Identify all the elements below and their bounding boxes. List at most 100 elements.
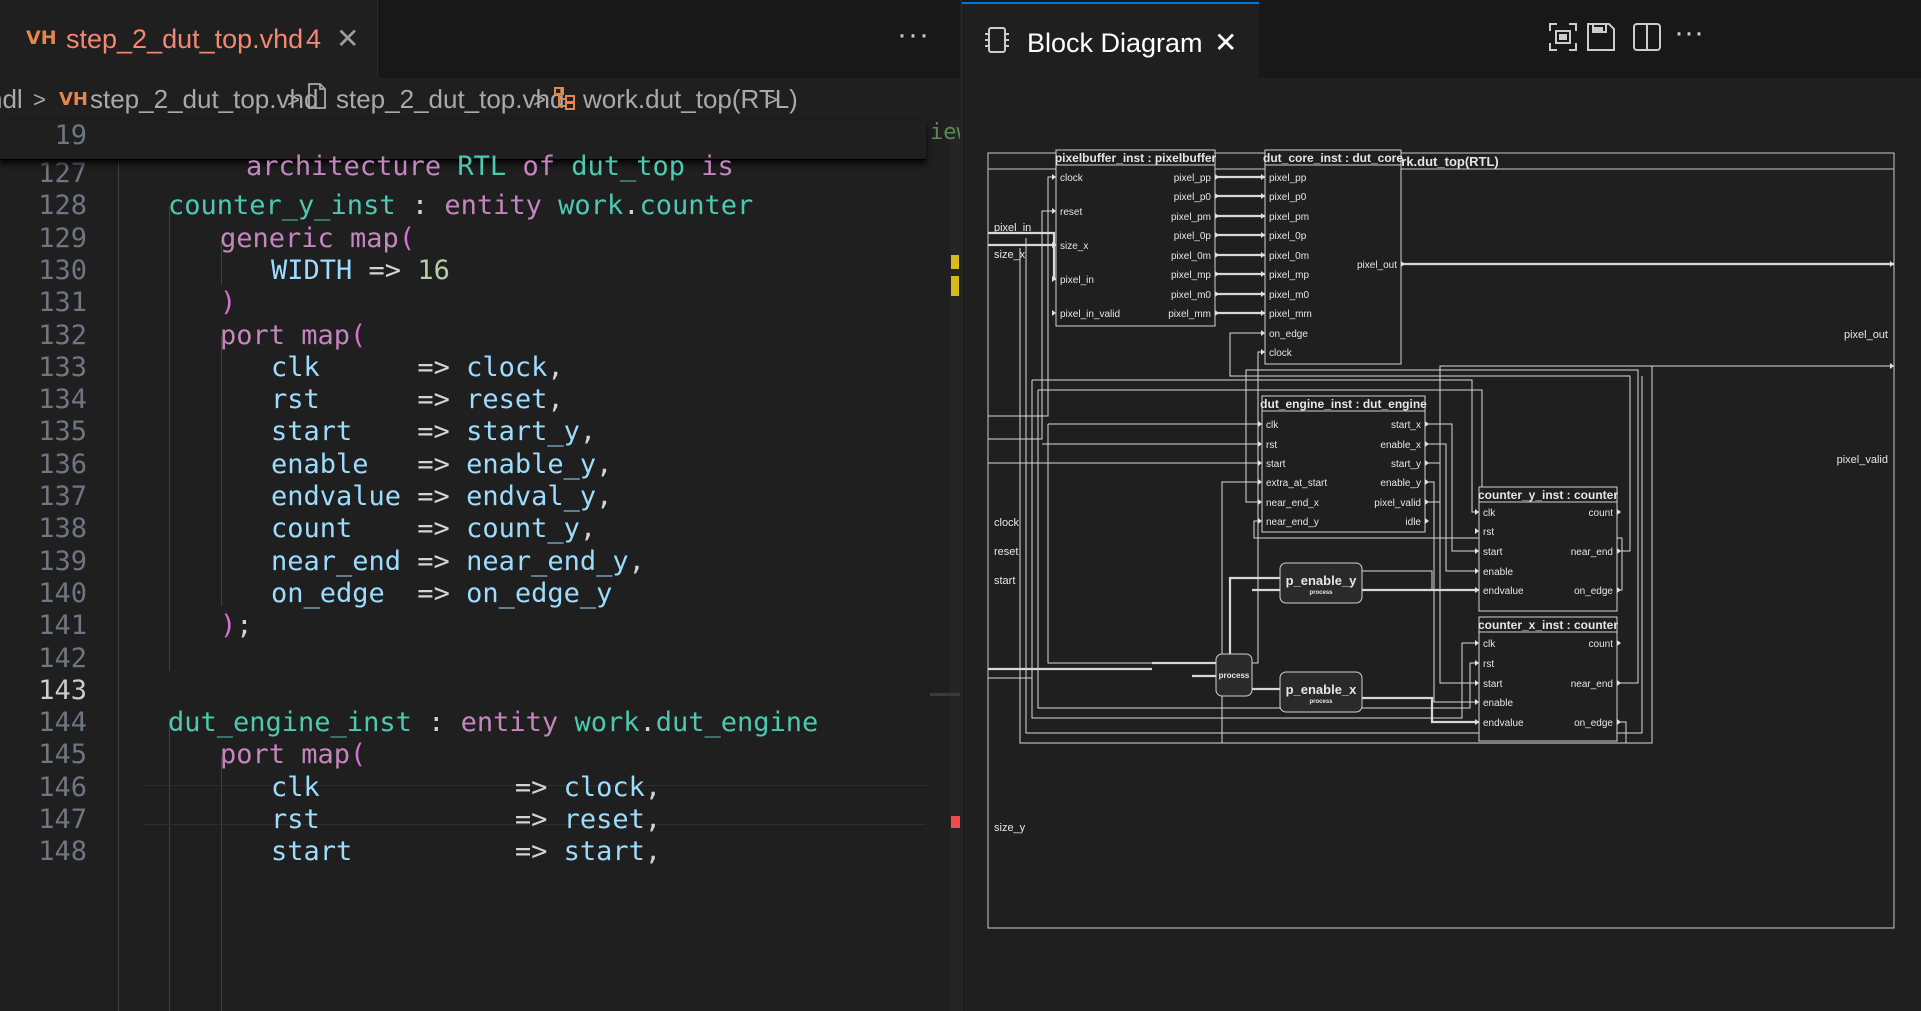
more-actions-icon[interactable]: ··· [1674, 16, 1704, 49]
line-number: 142 [38, 642, 87, 674]
port-label: pixel_in_valid [1060, 309, 1120, 320]
code-line[interactable]: 143 [0, 675, 926, 714]
code-token: is [701, 151, 734, 182]
port-arrow [1617, 587, 1621, 593]
line-number: 143 [38, 674, 87, 706]
tab-step-2-dut-top[interactable]: VH step_2_dut_top.vhd 4 ✕ [0, 0, 378, 78]
chevron-right-icon: > [533, 87, 546, 112]
block-title: pixelbuffer_inst : pixelbuffer [1055, 151, 1217, 165]
port-arrow [1215, 193, 1219, 199]
port-arrow [1052, 276, 1056, 282]
current-line-highlight [143, 785, 926, 825]
code-token: => [401, 545, 467, 577]
port-label: pixel_0m [1269, 251, 1309, 262]
wire [1425, 423, 1479, 552]
code-token: work [574, 707, 640, 739]
port-label: pixel_pp [1174, 173, 1212, 184]
code-token: count [271, 513, 353, 545]
wire [1425, 462, 1479, 684]
breadcrumb-item-document[interactable]: step_2_dut_top.vhd [336, 84, 565, 114]
code-token: , [547, 351, 564, 383]
code-token: port map [220, 739, 351, 771]
port-label: count [1589, 639, 1614, 650]
code-token: work [558, 190, 624, 222]
minimap[interactable] [930, 120, 960, 1011]
block-diagram-canvas[interactable]: work.dut_top(RTL) pixelbuffer_inst : pix… [962, 78, 1921, 1011]
port-arrow [1258, 518, 1262, 524]
port-label: pixel_0m [1171, 251, 1211, 262]
fit-view-icon[interactable] [1548, 22, 1578, 57]
block-diagram-icon [984, 26, 1010, 59]
scrollbar-track[interactable] [950, 120, 960, 1011]
port-label: enable_y [1380, 478, 1421, 489]
port-arrow [1258, 499, 1262, 505]
sticky-scroll-header[interactable]: 19 architecture RTL of dut_top is [0, 120, 926, 182]
code-line[interactable]: 141); [0, 610, 926, 649]
code-line[interactable]: 142 [0, 643, 926, 682]
port-label: on_edge [1269, 329, 1308, 340]
block-title: counter_y_inst : counter [1478, 488, 1618, 502]
top-input-label: size_x [994, 249, 1026, 261]
code-text: rst => reset, [271, 804, 661, 835]
code-token: entity [444, 190, 542, 222]
port-arrow [1617, 680, 1621, 686]
indent-guide [169, 206, 170, 671]
port-label: endvalue [1483, 718, 1524, 729]
block-counter-y: counter_y_inst : counterclkrststartenabl… [1475, 486, 1621, 612]
code-token: => [352, 254, 418, 286]
top-ports-group: pixel_insize_xclockresetstartsize_ypixel… [994, 222, 1894, 834]
port-label: pixel_in [1060, 275, 1094, 286]
process-title: p_enable_y [1286, 573, 1358, 588]
line-number: 148 [38, 836, 87, 868]
save-icon[interactable] [1586, 22, 1616, 57]
code-text: WIDTH => 16 [271, 255, 450, 286]
code-token: architecture [246, 151, 442, 182]
close-tab-icon[interactable]: ✕ [1214, 27, 1238, 58]
port-label: near_end [1571, 679, 1613, 690]
block-frame [1478, 616, 1618, 742]
code-token: dut_top [571, 151, 686, 182]
file-icon [307, 83, 327, 116]
more-actions-icon[interactable]: ··· [897, 18, 930, 51]
port-label: size_x [1060, 241, 1088, 252]
code-token: clk [271, 351, 320, 383]
code-token: dut_engine [655, 707, 819, 739]
breadcrumb-item-architecture[interactable]: work.dut_top(RTL) [583, 84, 798, 114]
breadcrumb-item-hdl[interactable]: hdl [0, 84, 23, 114]
tab-block-diagram[interactable]: Block Diagram ✕ [962, 2, 1259, 78]
port-label: start [1266, 459, 1286, 470]
close-tab-icon[interactable]: ✕ [336, 23, 360, 54]
split-editor-icon[interactable] [1632, 22, 1662, 57]
code-line[interactable]: 131) [0, 287, 926, 326]
line-number: 144 [38, 707, 87, 739]
port-arrow [1425, 499, 1429, 505]
code-line[interactable]: 127 [0, 158, 926, 197]
port-arrow [1890, 363, 1894, 369]
scrollbar-thumb[interactable] [930, 693, 960, 696]
port-label: pixel_mm [1269, 309, 1312, 320]
port-label: enable_x [1380, 440, 1421, 451]
port-arrow [1052, 310, 1056, 316]
breadcrumb-item-file[interactable]: step_2_dut_top.vhd [90, 84, 319, 114]
top-input-label: reset [994, 546, 1018, 558]
port-arrow [1261, 193, 1265, 199]
port-arrow [1258, 441, 1262, 447]
